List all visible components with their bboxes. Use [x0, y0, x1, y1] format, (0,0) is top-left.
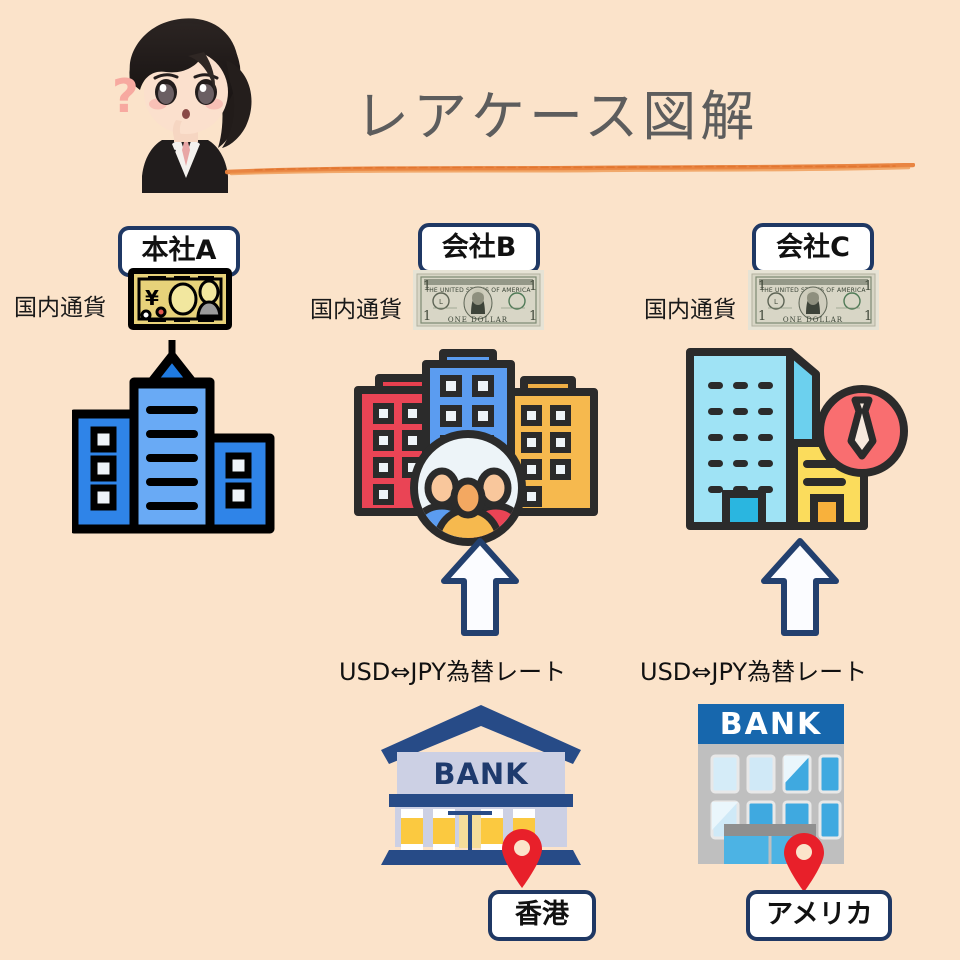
svg-text:BANK: BANK	[720, 707, 822, 742]
label-chip-company-c[interactable]: 会社C	[752, 223, 874, 274]
svg-text:1: 1	[758, 279, 766, 294]
location-pin-b	[500, 828, 544, 895]
svg-text:ONE DOLLAR: ONE DOLLAR	[783, 316, 843, 324]
label-chip-head-office-a[interactable]: 本社A	[118, 226, 240, 277]
svg-text:1: 1	[529, 279, 537, 294]
currency-label-b: 国内通貨	[310, 297, 402, 323]
label-chip-company-b[interactable]: 会社B	[418, 223, 540, 274]
rate-label-b: USD⇔JPY為替レート	[339, 658, 567, 686]
header: ? レアケース図解	[0, 0, 960, 200]
modern-bank-icon: BANK	[688, 698, 868, 871]
column-company-c: 会社C 国内通貨 THE UNITED STATES OF AMERICA L …	[640, 0, 960, 960]
svg-text:1: 1	[864, 309, 872, 324]
column-company-b: 会社B 国内通貨 THE UNITED STATES OF AMERICA L …	[310, 0, 640, 960]
flow-arrow-up-c	[758, 537, 842, 642]
svg-text:1: 1	[529, 309, 537, 324]
svg-text:L: L	[439, 298, 443, 306]
svg-text:1: 1	[423, 309, 431, 324]
location-pin-c	[782, 832, 826, 899]
location-chip-b[interactable]: 香港	[488, 890, 596, 941]
svg-text:ONE DOLLAR: ONE DOLLAR	[448, 316, 508, 324]
currency-label-a: 国内通貨	[14, 295, 106, 321]
us-dollar-banknote-icon-c: THE UNITED STATES OF AMERICA L 1 1 1 1 O…	[748, 270, 879, 335]
company-building-necktie-icon	[668, 338, 918, 558]
mascot-illustration: ?	[100, 8, 272, 193]
company-buildings-people-icon	[348, 348, 608, 565]
column-head-office-a: 本社A 国内通貨 ¥	[0, 0, 320, 960]
flow-arrow-up-b	[438, 537, 522, 642]
svg-text:L: L	[774, 298, 778, 306]
svg-text:1: 1	[758, 309, 766, 324]
us-dollar-banknote-icon: THE UNITED STATES OF AMERICA L 1 1 1 1 O…	[413, 270, 544, 335]
svg-text:¥: ¥	[145, 286, 159, 310]
rate-label-c: USD⇔JPY為替レート	[640, 658, 868, 686]
yen-banknote-icon: ¥	[128, 268, 232, 335]
svg-text:1: 1	[864, 279, 872, 294]
currency-label-c: 国内通貨	[644, 297, 736, 323]
svg-text:BANK: BANK	[433, 757, 529, 791]
location-chip-c[interactable]: アメリカ	[746, 890, 892, 941]
svg-text:?: ?	[112, 69, 139, 123]
title-underline-rule	[224, 162, 916, 177]
page-title: レアケース図解	[355, 85, 759, 148]
svg-text:1: 1	[423, 279, 431, 294]
office-tower-blue-icon	[69, 334, 287, 554]
classical-bank-icon: BANK	[375, 702, 587, 872]
